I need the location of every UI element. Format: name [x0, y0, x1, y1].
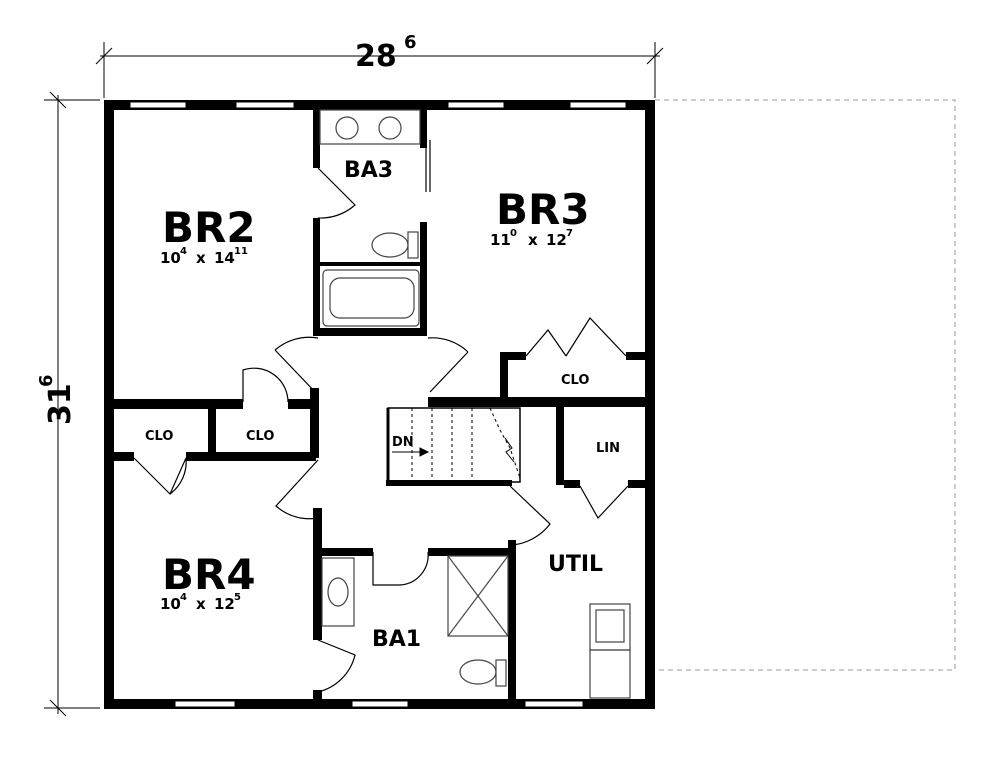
br2-label: BR2	[162, 203, 256, 252]
ba1-shower	[447, 555, 509, 637]
ba1-label: BA1	[372, 627, 421, 652]
depth-dim-sup: 6	[36, 374, 57, 387]
svg-text:12: 12	[546, 231, 567, 249]
width-dimension	[95, 42, 664, 98]
stair-label: DN	[392, 435, 414, 450]
left-closet-label: CLO	[145, 429, 173, 444]
stairs	[386, 407, 521, 483]
door-swings	[133, 140, 629, 693]
br3-dimensions: 11 0 x 12 7	[490, 228, 573, 249]
interior-walls	[108, 108, 650, 704]
svg-text:4: 4	[180, 246, 187, 257]
br4-dimensions: 10 4 x 12 5	[160, 592, 241, 613]
br4-label: BR4	[162, 550, 256, 599]
svg-text:12: 12	[214, 595, 235, 613]
dashed-outline	[655, 99, 956, 671]
ba3-label: BA3	[344, 158, 393, 183]
svg-text:5: 5	[234, 592, 241, 603]
mid-closet-label: CLO	[246, 429, 274, 444]
fixtures	[319, 109, 631, 699]
ba1-vanity	[321, 557, 355, 627]
svg-text:11: 11	[234, 246, 248, 257]
svg-text:4: 4	[180, 592, 187, 603]
util-label: UTIL	[548, 552, 603, 577]
svg-text:0: 0	[510, 228, 517, 239]
depth-dim-label: 31 6	[36, 374, 78, 425]
br2-dimensions: 10 4 x 14 11	[160, 246, 248, 267]
svg-text:11: 11	[490, 231, 511, 249]
width-dim-sup: 6	[404, 32, 417, 53]
svg-text:x: x	[196, 249, 206, 267]
linen-label: LIN	[596, 441, 620, 456]
svg-text:x: x	[528, 231, 538, 249]
windows	[129, 101, 627, 708]
svg-text:x: x	[196, 595, 206, 613]
svg-text:7: 7	[566, 228, 573, 239]
ba3-sink-left	[335, 116, 359, 140]
ba3-sink-right	[378, 116, 402, 140]
br3-label: BR3	[496, 185, 590, 234]
dryer	[589, 649, 631, 699]
svg-text:10: 10	[160, 249, 181, 267]
ba3-toilet	[371, 232, 409, 258]
depth-dimension	[44, 91, 100, 717]
ba3-tub	[322, 269, 420, 327]
svg-text:14: 14	[214, 249, 235, 267]
depth-dim-main: 31	[43, 383, 78, 425]
ba3-vanity	[319, 109, 421, 145]
width-dim-main: 28	[355, 39, 397, 74]
ba1-sink	[327, 577, 349, 607]
ba1-toilet	[459, 659, 497, 685]
br3-closet-label: CLO	[561, 373, 589, 388]
svg-text:10: 10	[160, 595, 181, 613]
